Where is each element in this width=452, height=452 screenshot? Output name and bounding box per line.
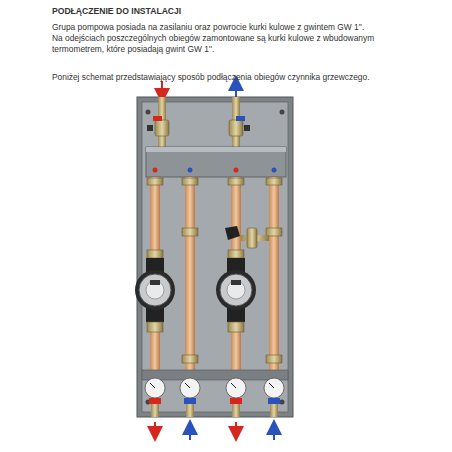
note-text: Grupa pompowa posiada na zasilaniu oraz …: [52, 22, 397, 33]
heading: PODŁĄCZENIE DO INSTALACJI: [52, 6, 181, 17]
note-text: Na odejściach poszczególnych obiegów zam…: [52, 33, 397, 55]
note-text: Poniżej schemat przedstawiający sposób p…: [52, 72, 397, 83]
